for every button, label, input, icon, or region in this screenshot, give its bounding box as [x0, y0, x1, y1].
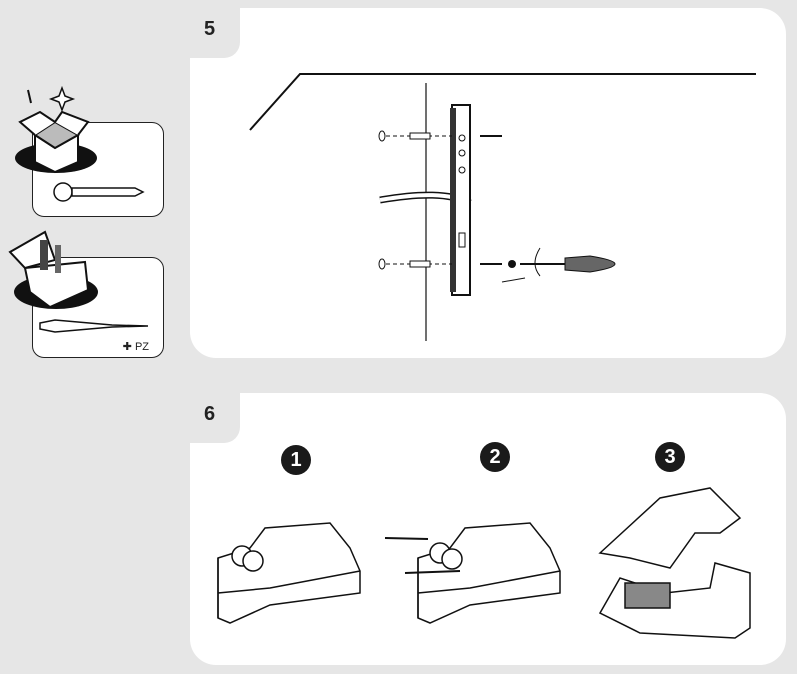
step-number: 6	[204, 403, 216, 425]
pozidriv-label: ✚ PZ	[122, 341, 149, 353]
step-number: 5	[204, 18, 216, 40]
packaging-illustration	[217, 487, 751, 639]
substep-3-badge: 3	[655, 442, 685, 472]
step-5-panel: 5	[190, 8, 786, 358]
wall-mount-illustration	[249, 73, 756, 341]
substep-2-badge: 2	[480, 442, 510, 472]
step-6-panel: 6 1 2 3	[190, 393, 786, 665]
box-screw-icon	[8, 85, 149, 333]
substep-1-badge: 1	[281, 445, 311, 475]
